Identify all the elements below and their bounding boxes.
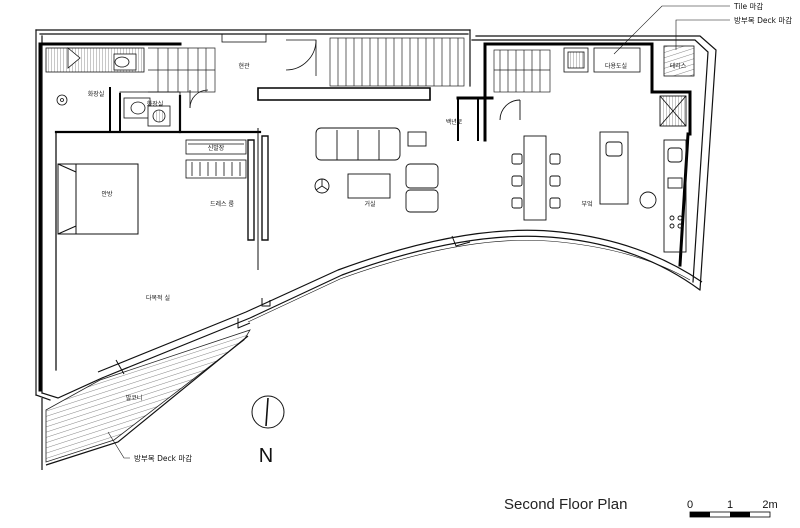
north-label: N: [259, 445, 273, 467]
callout-tile: Tile 마감: [733, 1, 763, 11]
label-bath2: 화장실: [147, 100, 164, 108]
label-terrace: 테라스: [670, 62, 687, 70]
label-entrance: 현관: [238, 62, 250, 70]
label-storage: 신발장: [208, 144, 225, 152]
living-furniture: [314, 127, 439, 213]
callout-deck-top: 방부목 Deck 마감: [734, 15, 792, 25]
pantry-terrace: [563, 45, 695, 77]
scale-label-2: 2m: [762, 499, 777, 511]
master-bed: [57, 163, 139, 235]
exterior-walls: [35, 29, 717, 401]
bathroom-fixtures: [45, 47, 209, 133]
label-living: 거실: [364, 200, 375, 208]
north-arrow: N: [251, 395, 285, 467]
label-balcony: 발코니: [126, 394, 143, 402]
scale-label-0: 0: [687, 499, 693, 511]
label-utility: 백년로: [446, 118, 463, 126]
stair-center: [329, 37, 465, 87]
stair-right: [493, 49, 551, 93]
room-labels: 현관 화장실 화장실 안방 신발장 드레스 룸 거실 다목적 실 발코니 부엌 …: [88, 62, 687, 402]
label-media: 다목적 실: [146, 294, 170, 302]
plan-title: Second Floor Plan: [504, 496, 627, 513]
label-pantry: 다용도실: [605, 62, 627, 70]
callout-deck-bottom: 방부목 Deck 마감: [134, 453, 192, 463]
scale-label-1: 1: [727, 499, 733, 511]
balcony-edge: [45, 335, 249, 466]
scale-bar: 0 1 2m: [687, 499, 778, 518]
kitchen-fixtures: [499, 95, 687, 253]
balcony-deck: [45, 329, 251, 463]
callouts: [107, 5, 730, 459]
curved-facade: [97, 229, 703, 379]
stair-left: [148, 47, 216, 93]
label-bath1: 화장실: [88, 90, 105, 98]
entrance-door: [221, 33, 317, 76]
label-closet: 드레스 룸: [210, 200, 234, 208]
label-kitchen: 부엌: [581, 200, 592, 208]
closet: [185, 128, 269, 270]
label-master: 안방: [101, 190, 113, 198]
